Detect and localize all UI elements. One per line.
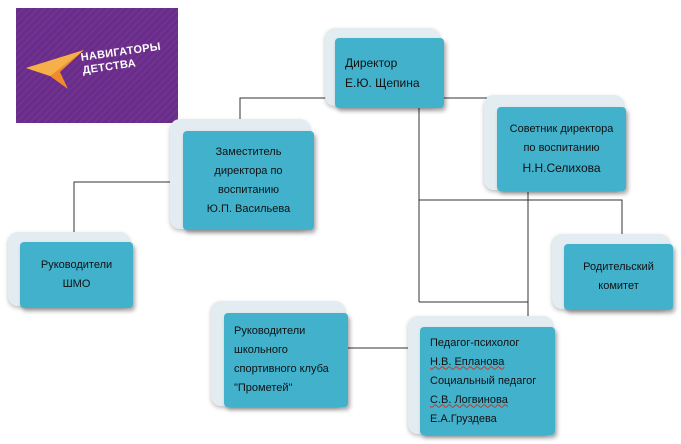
director-title: Директор bbox=[345, 56, 398, 70]
node-deputy: Заместитель директора по воспитанию Ю.П.… bbox=[170, 119, 316, 233]
sport-line-4: "Прометей" bbox=[234, 382, 293, 394]
sport-line-3: спортивного клуба bbox=[234, 363, 329, 375]
node-sport-club: Руководители школьного спортивного клуба… bbox=[211, 301, 352, 411]
staff-line-2: Н.В. Епланова bbox=[430, 355, 505, 368]
line-branch-parents bbox=[419, 199, 623, 244]
advisor-line-2: по воспитанию bbox=[523, 142, 600, 154]
advisor-line-1: Советник директора bbox=[509, 123, 614, 135]
node-director: Директор Е.Ю. Щепина bbox=[325, 28, 446, 111]
deputy-line-2: директора по bbox=[214, 164, 283, 177]
node-shmo: Руководители ШМО bbox=[8, 232, 137, 311]
line-deputy-shmo bbox=[73, 181, 183, 238]
staff-line-1: Педагог-психолог bbox=[430, 336, 520, 349]
node-staff: Педагог-психолог Н.В. Епланова Социальны… bbox=[408, 316, 560, 439]
parents-line-2: комитет bbox=[598, 280, 639, 292]
navigators-logo: НАВИГАТОРЫ ДЕТСТВА bbox=[16, 8, 178, 123]
deputy-line-3: воспитанию bbox=[218, 183, 279, 196]
sport-line-2: школьного bbox=[234, 344, 288, 356]
deputy-line-1: Заместитель bbox=[215, 145, 282, 158]
staff-line-3: Социальный педагог bbox=[430, 374, 537, 387]
sport-line-1: Руководители bbox=[234, 325, 306, 337]
node-advisor: Советник директора по воспитанию Н.Н.Сел… bbox=[484, 95, 631, 195]
advisor-line-3: Н.Н.Селихова bbox=[522, 161, 601, 175]
director-name: Е.Ю. Щепина bbox=[345, 76, 420, 90]
node-parents: Родительский комитет bbox=[552, 234, 677, 314]
shmo-line-2: ШМО bbox=[62, 278, 91, 290]
parents-line-1: Родительский bbox=[583, 261, 654, 273]
shmo-line-1: Руководители bbox=[40, 259, 113, 271]
deputy-line-4: Ю.П. Васильева bbox=[206, 202, 291, 215]
staff-line-5: Е.А.Груздева bbox=[430, 412, 497, 425]
staff-line-4: С.В. Логвинова bbox=[430, 393, 508, 406]
star-icon bbox=[26, 50, 84, 89]
